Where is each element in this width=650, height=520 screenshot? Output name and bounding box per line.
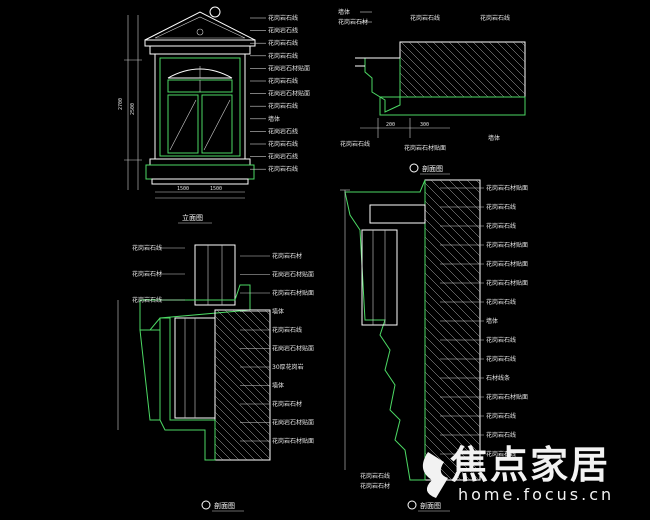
section-top-label-0: 花岗岩石线: [410, 14, 440, 22]
section-right-label-9: 花岗岩石线: [486, 355, 516, 363]
section-right-label-bottom-0: 花岗岩石线: [360, 472, 390, 480]
section-top-label-left-0: 墙体: [338, 8, 350, 16]
section-left-label-right-5: 花岗岩石材贴面: [272, 345, 314, 353]
section-right-label-6: 花岗岩石线: [486, 298, 516, 306]
watermark-brand-url: home.focus.cn: [458, 485, 614, 504]
section-left-label-right-0: 花岗岩石材: [272, 252, 302, 260]
wall-section-left: [214, 309, 271, 461]
window-pane-right: [201, 94, 233, 154]
section-top-label-3: 墙体: [488, 134, 500, 142]
elevation-label-11: 花岗岩石线: [268, 153, 298, 161]
dim-left-0: 2700: [118, 98, 124, 110]
section-right-labels: 花岗岩石材贴面花岗岩石线花岗岩石线花岗岩石材贴面花岗岩石材贴面花岗岩石材贴面花岗…: [360, 184, 528, 490]
focus-logo-icon: [422, 452, 448, 498]
section-right-label-5: 花岗岩石材贴面: [486, 279, 528, 287]
section-right-label-1: 花岗岩石线: [486, 203, 516, 211]
section-left-label-right-10: 花岗岩石材贴面: [272, 437, 314, 445]
elevation-label-10: 花岗岩石线: [268, 140, 298, 148]
section-top-dim-1: 300: [420, 122, 429, 128]
section-left-label-left-1: 花岗岩石材: [132, 270, 162, 278]
section-left-label-left-0: 花岗岩石线: [132, 244, 162, 252]
section-right-label-11: 花岗岩石材贴面: [486, 393, 528, 401]
section-right-label-13: 花岗岩石线: [486, 431, 516, 439]
section-left-title: 剖面图: [214, 501, 235, 510]
section-right-label-3: 花岗岩石材贴面: [486, 241, 528, 249]
section-left-view: 剖面图 花岗岩石线花岗岩石材花岗岩石线花岗岩石材花岗岩石材贴面花岗岩石材贴面墙体…: [117, 244, 314, 512]
section-right-label-14: 花岗岩石线: [486, 450, 516, 458]
elevation-labels: 花岗岩石线花岗岩石线花岗岩石线花岗岩石线花岗岩石材贴面花岗岩石线花岗岩石材贴面花…: [250, 14, 310, 173]
pediment: [144, 11, 256, 41]
section-top-dim-0: 200: [386, 122, 395, 128]
section-top-labels: 墙体花岗岩石材花岗岩石线花岗岩石线花岗岩石线墙体花岗岩石材贴面: [338, 8, 510, 152]
section-right-label-2: 花岗岩石线: [486, 222, 516, 230]
section-right-label-12: 花岗岩石线: [486, 412, 516, 420]
section-left-label-right-3: 墙体: [272, 308, 284, 316]
section-left-label-right-2: 花岗岩石材贴面: [272, 289, 314, 297]
section-left-label-right-4: 花岗岩石线: [272, 326, 302, 334]
elevation-label-6: 花岗岩石材贴面: [268, 90, 310, 98]
elevation-label-12: 花岗岩石线: [268, 165, 298, 173]
elevation-label-4: 花岗岩石材贴面: [268, 64, 310, 72]
watermark: 焦点家居 home.focus.cn: [422, 443, 614, 504]
elevation-label-2: 花岗岩石线: [268, 39, 298, 47]
elevation-view: 2700 2500 1500 1500 立面图 花岗岩石线花岗岩石线花岗岩石线花…: [118, 6, 310, 224]
wall-block: [399, 41, 526, 98]
section-left-labels: 花岗岩石线花岗岩石材花岗岩石线花岗岩石材花岗岩石材贴面花岗岩石材贴面墙体花岗岩石…: [132, 244, 314, 445]
elevation-label-3: 花岗岩石线: [268, 52, 298, 60]
elevation-label-1: 花岗岩石线: [268, 27, 298, 35]
section-left-label-right-9: 花岗岩石材贴面: [272, 419, 314, 427]
section-right-label-bottom-1: 花岗岩石材: [360, 482, 390, 490]
section-top-view: 200 300 剖面图 墙体花岗岩石材花岗岩石线花岗岩石线花岗岩石线墙体花岗岩石…: [338, 8, 526, 175]
section-left-label-right-8: 花岗岩石材: [272, 400, 302, 408]
section-left-label-right-7: 墙体: [272, 382, 284, 390]
section-left-label-right-1: 花岗岩石材贴面: [272, 271, 314, 279]
section-top-label-1: 花岗岩石线: [480, 14, 510, 22]
watermark-brand-cn: 焦点家居: [450, 443, 610, 487]
section-right-title: 剖面图: [420, 501, 441, 510]
section-right-label-7: 墙体: [486, 317, 498, 325]
dim-left-1: 2500: [130, 103, 136, 115]
section-right-label-10: 石材线条: [486, 374, 510, 382]
section-left-label-left-2: 花岗岩石线: [132, 296, 162, 304]
elevation-label-8: 墙体: [268, 115, 280, 123]
section-right-view: 剖面图 花岗岩石材贴面花岗岩石线花岗岩石线花岗岩石材贴面花岗岩石材贴面花岗岩石材…: [340, 179, 528, 512]
section-right-label-4: 花岗岩石材贴面: [486, 260, 528, 268]
section-top-label-2: 花岗岩石线: [340, 140, 370, 148]
elevation-label-0: 花岗岩石线: [268, 14, 298, 22]
elevation-label-5: 花岗岩石线: [268, 77, 298, 85]
section-top-title: 剖面图: [422, 164, 443, 173]
section-right-label-8: 花岗岩石线: [486, 336, 516, 344]
section-top-label-left-1: 花岗岩石材: [338, 18, 368, 26]
dim-bottom-0: 1500: [177, 186, 189, 192]
elevation-label-9: 花岗岩石线: [268, 127, 298, 135]
elevation-title: 立面图: [182, 213, 203, 222]
section-right-label-0: 花岗岩石材贴面: [486, 184, 528, 192]
section-left-label-right-6: 30厚花岗岩: [272, 363, 304, 371]
dim-bottom-1: 1500: [210, 186, 222, 192]
window-pane-left: [167, 94, 199, 154]
elevation-label-7: 花岗岩石线: [268, 102, 298, 110]
section-top-label-4: 花岗岩石材贴面: [404, 144, 446, 152]
